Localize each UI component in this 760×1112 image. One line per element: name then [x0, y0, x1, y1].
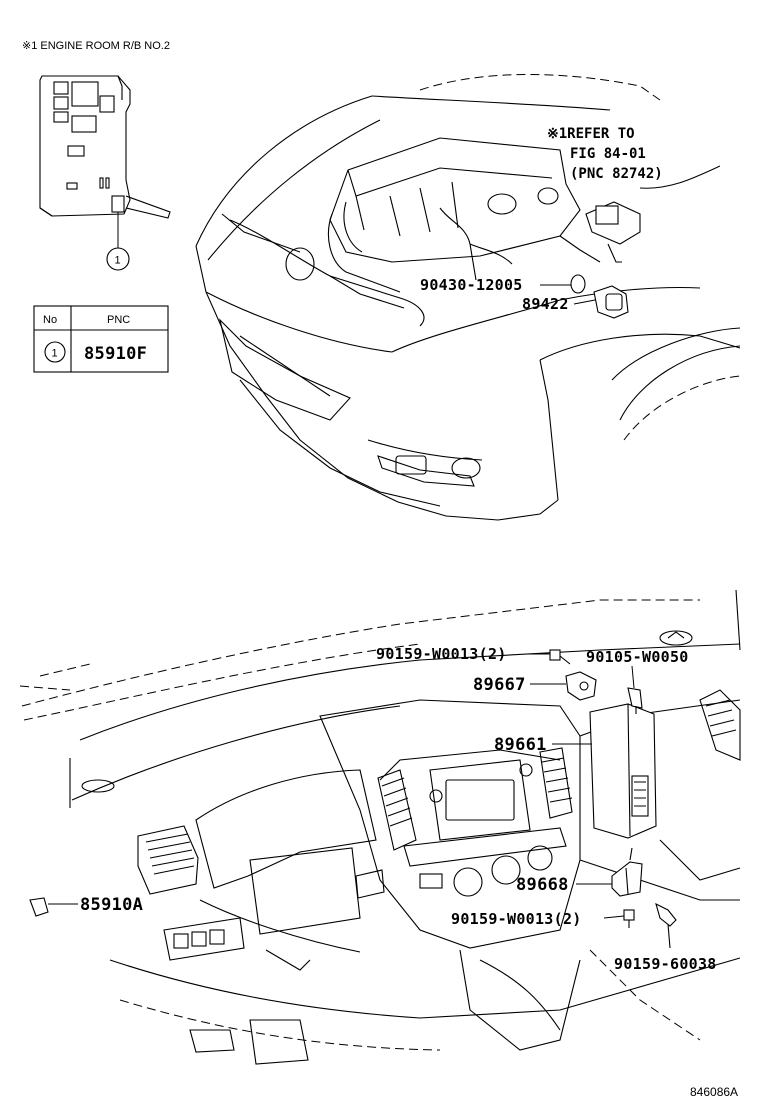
- dashboard-illustration: [19, 589, 741, 1065]
- sensor-85910a: [29, 897, 49, 917]
- label-89667: 89667: [473, 675, 526, 695]
- label-85910a: 85910A: [80, 895, 143, 915]
- bolt-90105-w0050: [627, 687, 643, 714]
- refer-note: ※1REFER TO FIG 84-01 (PNC 82742): [547, 126, 663, 182]
- refer-note-line2: FIG 84-01: [570, 146, 646, 162]
- bracket-89668: [611, 847, 643, 897]
- label-90159-w0013-top: 90159-W0013(2): [376, 645, 507, 663]
- bracket-89667: [565, 671, 597, 701]
- label-89668: 89668: [516, 875, 569, 895]
- pnc-table-header-pnc: PNC: [107, 314, 130, 326]
- pnc-table-row-pnc: 85910F: [84, 344, 147, 364]
- bolt-90159-w0013-bottom: [623, 909, 635, 928]
- label-90430-12005: 90430-12005: [420, 276, 523, 294]
- label-90159-60038: 90159-60038: [614, 955, 717, 973]
- pnc-table-header-no: No: [43, 314, 57, 326]
- label-90159-w0013-bottom: 90159-W0013(2): [451, 910, 582, 928]
- label-89661: 89661: [494, 735, 547, 755]
- label-90105-w0050: 90105-W0050: [586, 648, 689, 666]
- inset-relay-block: ※1 ENGINE ROOM R/B NO.2 1: [22, 40, 171, 271]
- figure-code: 846086A: [690, 1085, 738, 1099]
- washer-90430-12005: [570, 274, 586, 294]
- refer-note-line1: ※1REFER TO: [547, 126, 635, 142]
- inset-title: ※1 ENGINE ROOM R/B NO.2: [22, 40, 170, 52]
- refer-note-line3: (PNC 82742): [570, 166, 663, 182]
- bolt-90159-w0013-top: [549, 649, 571, 665]
- sensor-89422: [593, 285, 629, 319]
- inset-callout-number: 1: [115, 255, 121, 267]
- pnc-table-row-no: 1: [52, 348, 58, 360]
- ecu-89661: [589, 703, 657, 839]
- bolt-90159-60038: [655, 902, 677, 949]
- engine-bay-illustration: [195, 73, 741, 521]
- pnc-table: No PNC 1 85910F: [33, 305, 169, 373]
- label-89422: 89422: [522, 295, 569, 313]
- relay-82742: [585, 201, 641, 263]
